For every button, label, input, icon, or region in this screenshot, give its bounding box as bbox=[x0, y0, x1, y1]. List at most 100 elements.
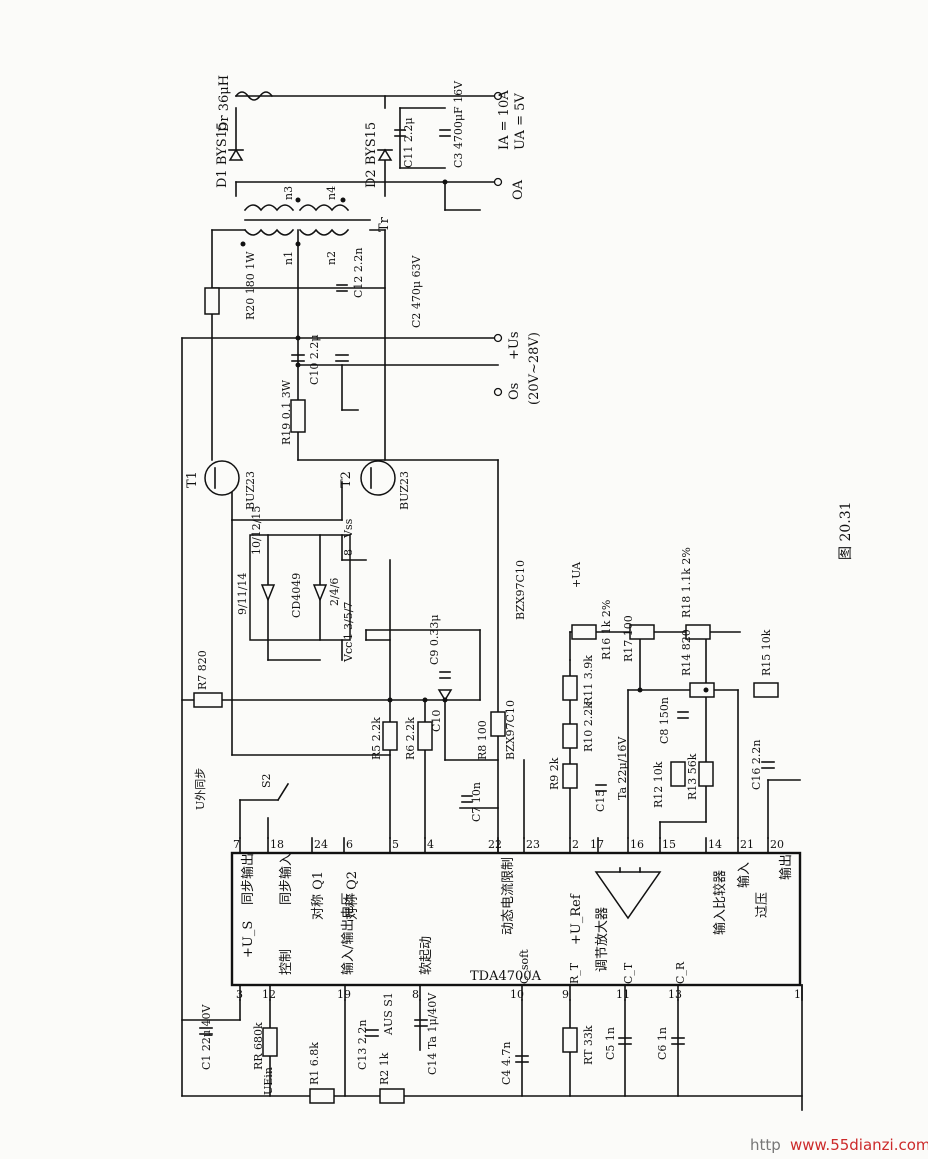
pin-6: 6 bbox=[346, 838, 353, 851]
label-c2: C2 470μ 63V bbox=[410, 254, 423, 328]
ic-label-us: +U_S bbox=[241, 921, 256, 958]
label-n3: n3 bbox=[282, 186, 295, 200]
resistor-r19 bbox=[290, 399, 306, 433]
label-c11: C11 2.2μ bbox=[402, 117, 415, 168]
terminal-oa bbox=[493, 177, 503, 187]
switch-s2 bbox=[276, 782, 290, 802]
ic-label-ct: C_T bbox=[622, 962, 635, 984]
pin-11: 11 bbox=[616, 988, 630, 1001]
pin-21: 21 bbox=[740, 838, 754, 851]
ic-label-reg-amp: 调节放大器 bbox=[595, 907, 610, 972]
label-zener1: BZX97C10 bbox=[514, 560, 527, 620]
ic-internal-labels: +U_S 同步输出 同步输入 控制 对称 Q1 对称 Q2 输入/输出电压 软起… bbox=[240, 853, 794, 984]
label-t2: T2 bbox=[339, 471, 354, 488]
ic-body bbox=[230, 851, 802, 987]
ic-pins-top bbox=[239, 837, 769, 854]
mosfet-t1 bbox=[204, 460, 240, 496]
label-c16: C16 2.2n bbox=[750, 740, 763, 791]
ic-label-io-voltage: 输入/输出电压 bbox=[340, 893, 356, 975]
resistor-r8 bbox=[490, 711, 506, 737]
label-c4: C4 4.7n bbox=[500, 1042, 513, 1086]
label-r18: R18 1.1k 2% bbox=[680, 547, 693, 618]
resistor-r2 bbox=[379, 1088, 405, 1104]
ic-label-cr: C_R bbox=[674, 961, 687, 984]
pin-2: 2 bbox=[572, 838, 579, 851]
labels-feedback: +UA R16 1k 2% R17 100 R18 1.1k 2% R11 3.… bbox=[548, 547, 773, 812]
label-n2: n2 bbox=[325, 251, 338, 265]
label-n4: n4 bbox=[325, 186, 338, 200]
ic-label-sync-in: 同步输入 bbox=[278, 853, 294, 905]
ic-tda4700a: TDA4700A bbox=[230, 837, 803, 1001]
ic-name: TDA4700A bbox=[470, 969, 542, 984]
mosfet-t2 bbox=[360, 460, 396, 496]
label-pins2: 10/12/15 bbox=[250, 506, 263, 555]
resistor-r17 bbox=[629, 624, 655, 640]
label-r14: R14 820 bbox=[680, 629, 693, 676]
labels-input: C1 22μ 40V RR 680k UEin R1 6.8k R2 1k C1… bbox=[194, 768, 669, 1095]
zener-c10 bbox=[437, 689, 453, 702]
label-p1: 1 bbox=[342, 633, 355, 640]
label-pins4: 3/5/7 bbox=[342, 602, 355, 630]
ic-label-output: 输出 bbox=[778, 854, 794, 880]
label-r2: R2 1k bbox=[378, 1052, 391, 1085]
label-os: Os bbox=[507, 383, 522, 400]
label-cd4049: CD4049 bbox=[290, 573, 303, 618]
label-ta: Ta 22μ/16V bbox=[616, 736, 629, 800]
pin-4: 4 bbox=[427, 838, 434, 851]
buffer-lower bbox=[312, 584, 328, 603]
label-c1: C1 22μ 40V bbox=[200, 1003, 213, 1070]
diode-d2 bbox=[377, 148, 393, 161]
label-r16: R16 1k 2% bbox=[600, 600, 613, 660]
winding-n1 bbox=[243, 228, 295, 236]
label-rr: RR 680k bbox=[252, 1022, 265, 1070]
resistor-r15 bbox=[753, 682, 779, 698]
pin-7: 7 bbox=[233, 838, 240, 851]
pin-16: 16 bbox=[630, 838, 644, 851]
label-buz2: BUZ23 bbox=[398, 471, 411, 510]
resistor-r20 bbox=[204, 287, 220, 315]
label-r15: R15 10k bbox=[760, 629, 773, 676]
label-c12: C12 2.2n bbox=[352, 248, 365, 299]
label-c10p: C10 2.2μ bbox=[308, 334, 321, 385]
ic-label-dyn-current-limit: 动态电流限制 bbox=[501, 857, 516, 935]
label-c7: C7 10n bbox=[470, 782, 483, 822]
label-c13: C13 2.2n bbox=[356, 1020, 369, 1071]
labels-power: R20 180 1W C12 2.2n C2 470μ 63V C10 2.2μ… bbox=[185, 248, 542, 511]
resistor-r7 bbox=[193, 692, 223, 708]
resistor-r16 bbox=[571, 624, 597, 640]
label-pins3: 2/4/6 bbox=[328, 578, 341, 606]
label-c8: C8 150n bbox=[658, 697, 671, 744]
label-oa: OA bbox=[511, 179, 526, 200]
pin-8: 8 bbox=[412, 988, 419, 1001]
label-c10: C10 bbox=[430, 710, 443, 732]
pin-22: 22 bbox=[488, 838, 502, 851]
resistor-r9 bbox=[562, 763, 578, 789]
label-d1: D1 BYS15 bbox=[215, 122, 230, 188]
ic-label-sync-out: 同步输出 bbox=[240, 853, 256, 905]
driver-box bbox=[249, 534, 351, 641]
label-r11: R11 3.9k bbox=[582, 655, 595, 705]
label-c6: C6 1n bbox=[656, 1027, 669, 1060]
label-ia: IA = 10A bbox=[497, 90, 512, 150]
winding-n3 bbox=[243, 204, 295, 212]
label-aus: AUS S1 bbox=[382, 992, 395, 1036]
label-c14: C14 Ta 1μ/40V bbox=[426, 992, 439, 1075]
label-vcc: Vcc bbox=[342, 642, 355, 663]
terminal-ia bbox=[493, 91, 503, 101]
label-r10: R10 2.2k bbox=[582, 702, 595, 752]
resistor-r18 bbox=[685, 624, 711, 640]
pin-23: 23 bbox=[526, 838, 540, 851]
diode-d1 bbox=[228, 148, 244, 161]
ic-label-q1: 对称 Q1 bbox=[311, 871, 326, 920]
resistor-r14 bbox=[689, 682, 715, 698]
potentiometer-r10 bbox=[562, 723, 578, 749]
resistor-r11 bbox=[562, 675, 578, 701]
labels-protection: R7 820 R5 2.2k R6 2.2k C9 0.33μ C10 R8 1… bbox=[196, 560, 527, 822]
label-r20: R20 180 1W bbox=[244, 251, 257, 320]
label-rt: RT 33k bbox=[582, 1025, 595, 1065]
pin-12: 12 bbox=[262, 988, 276, 1001]
reg-amplifier-symbol bbox=[594, 871, 662, 920]
label-range: (20V~28V) bbox=[527, 332, 542, 405]
ic-label-overvoltage: 过压 bbox=[755, 892, 770, 918]
